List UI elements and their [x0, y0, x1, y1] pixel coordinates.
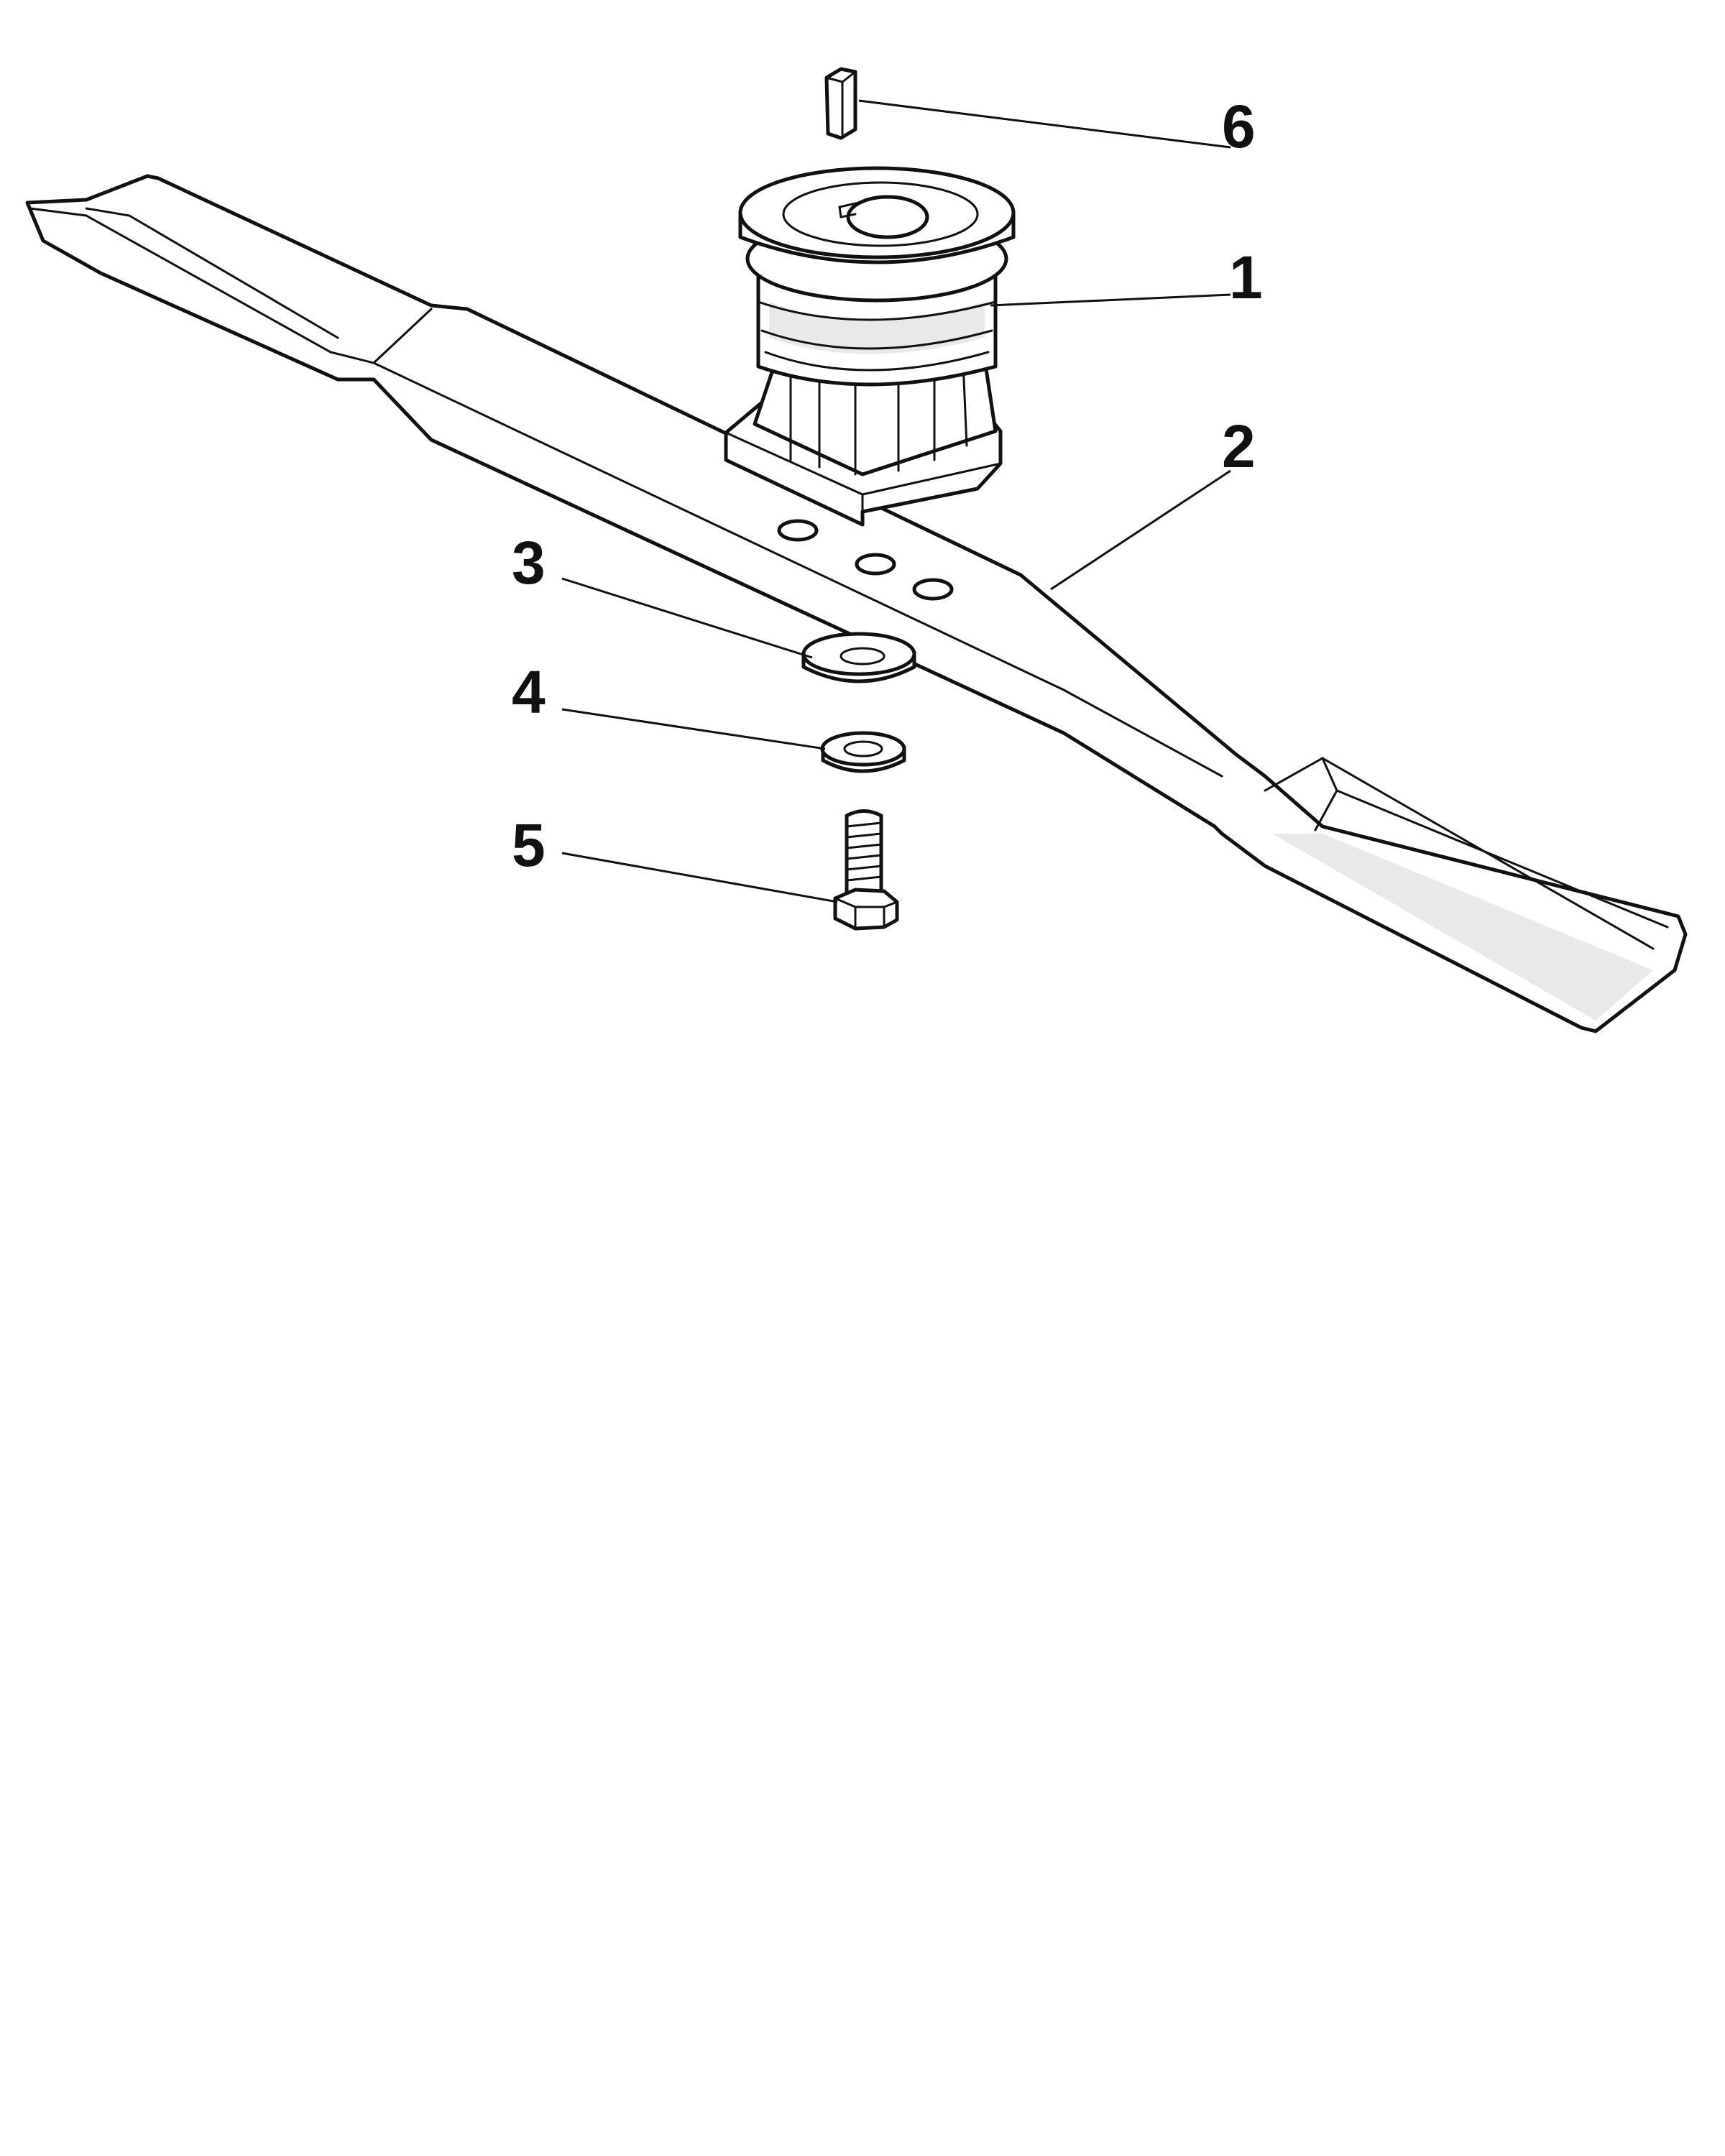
callout-6: 6	[1222, 93, 1256, 160]
callout-4: 4	[512, 658, 546, 726]
callout-1: 1	[1229, 244, 1263, 311]
callout-5: 5	[512, 811, 546, 879]
mower-blade	[25, 174, 1688, 1033]
callout-3: 3	[512, 529, 546, 596]
blade-hole	[912, 578, 954, 601]
large-washer	[801, 632, 916, 683]
leader-4	[561, 708, 826, 750]
key-pin	[824, 67, 857, 140]
blade-hole	[855, 553, 896, 576]
blade-hole	[777, 519, 819, 542]
blade-hub	[724, 166, 1016, 527]
leader-2	[1050, 469, 1231, 591]
hex-bolt	[833, 809, 899, 931]
callout-labels: 6 1 2 3 4 5	[512, 93, 1263, 879]
small-washer	[820, 731, 906, 773]
leader-lines	[561, 99, 1231, 903]
leader-5	[561, 852, 838, 903]
leader-1	[990, 293, 1231, 307]
leader-6	[858, 99, 1231, 149]
leader-3	[561, 577, 813, 659]
callout-2: 2	[1222, 413, 1256, 480]
